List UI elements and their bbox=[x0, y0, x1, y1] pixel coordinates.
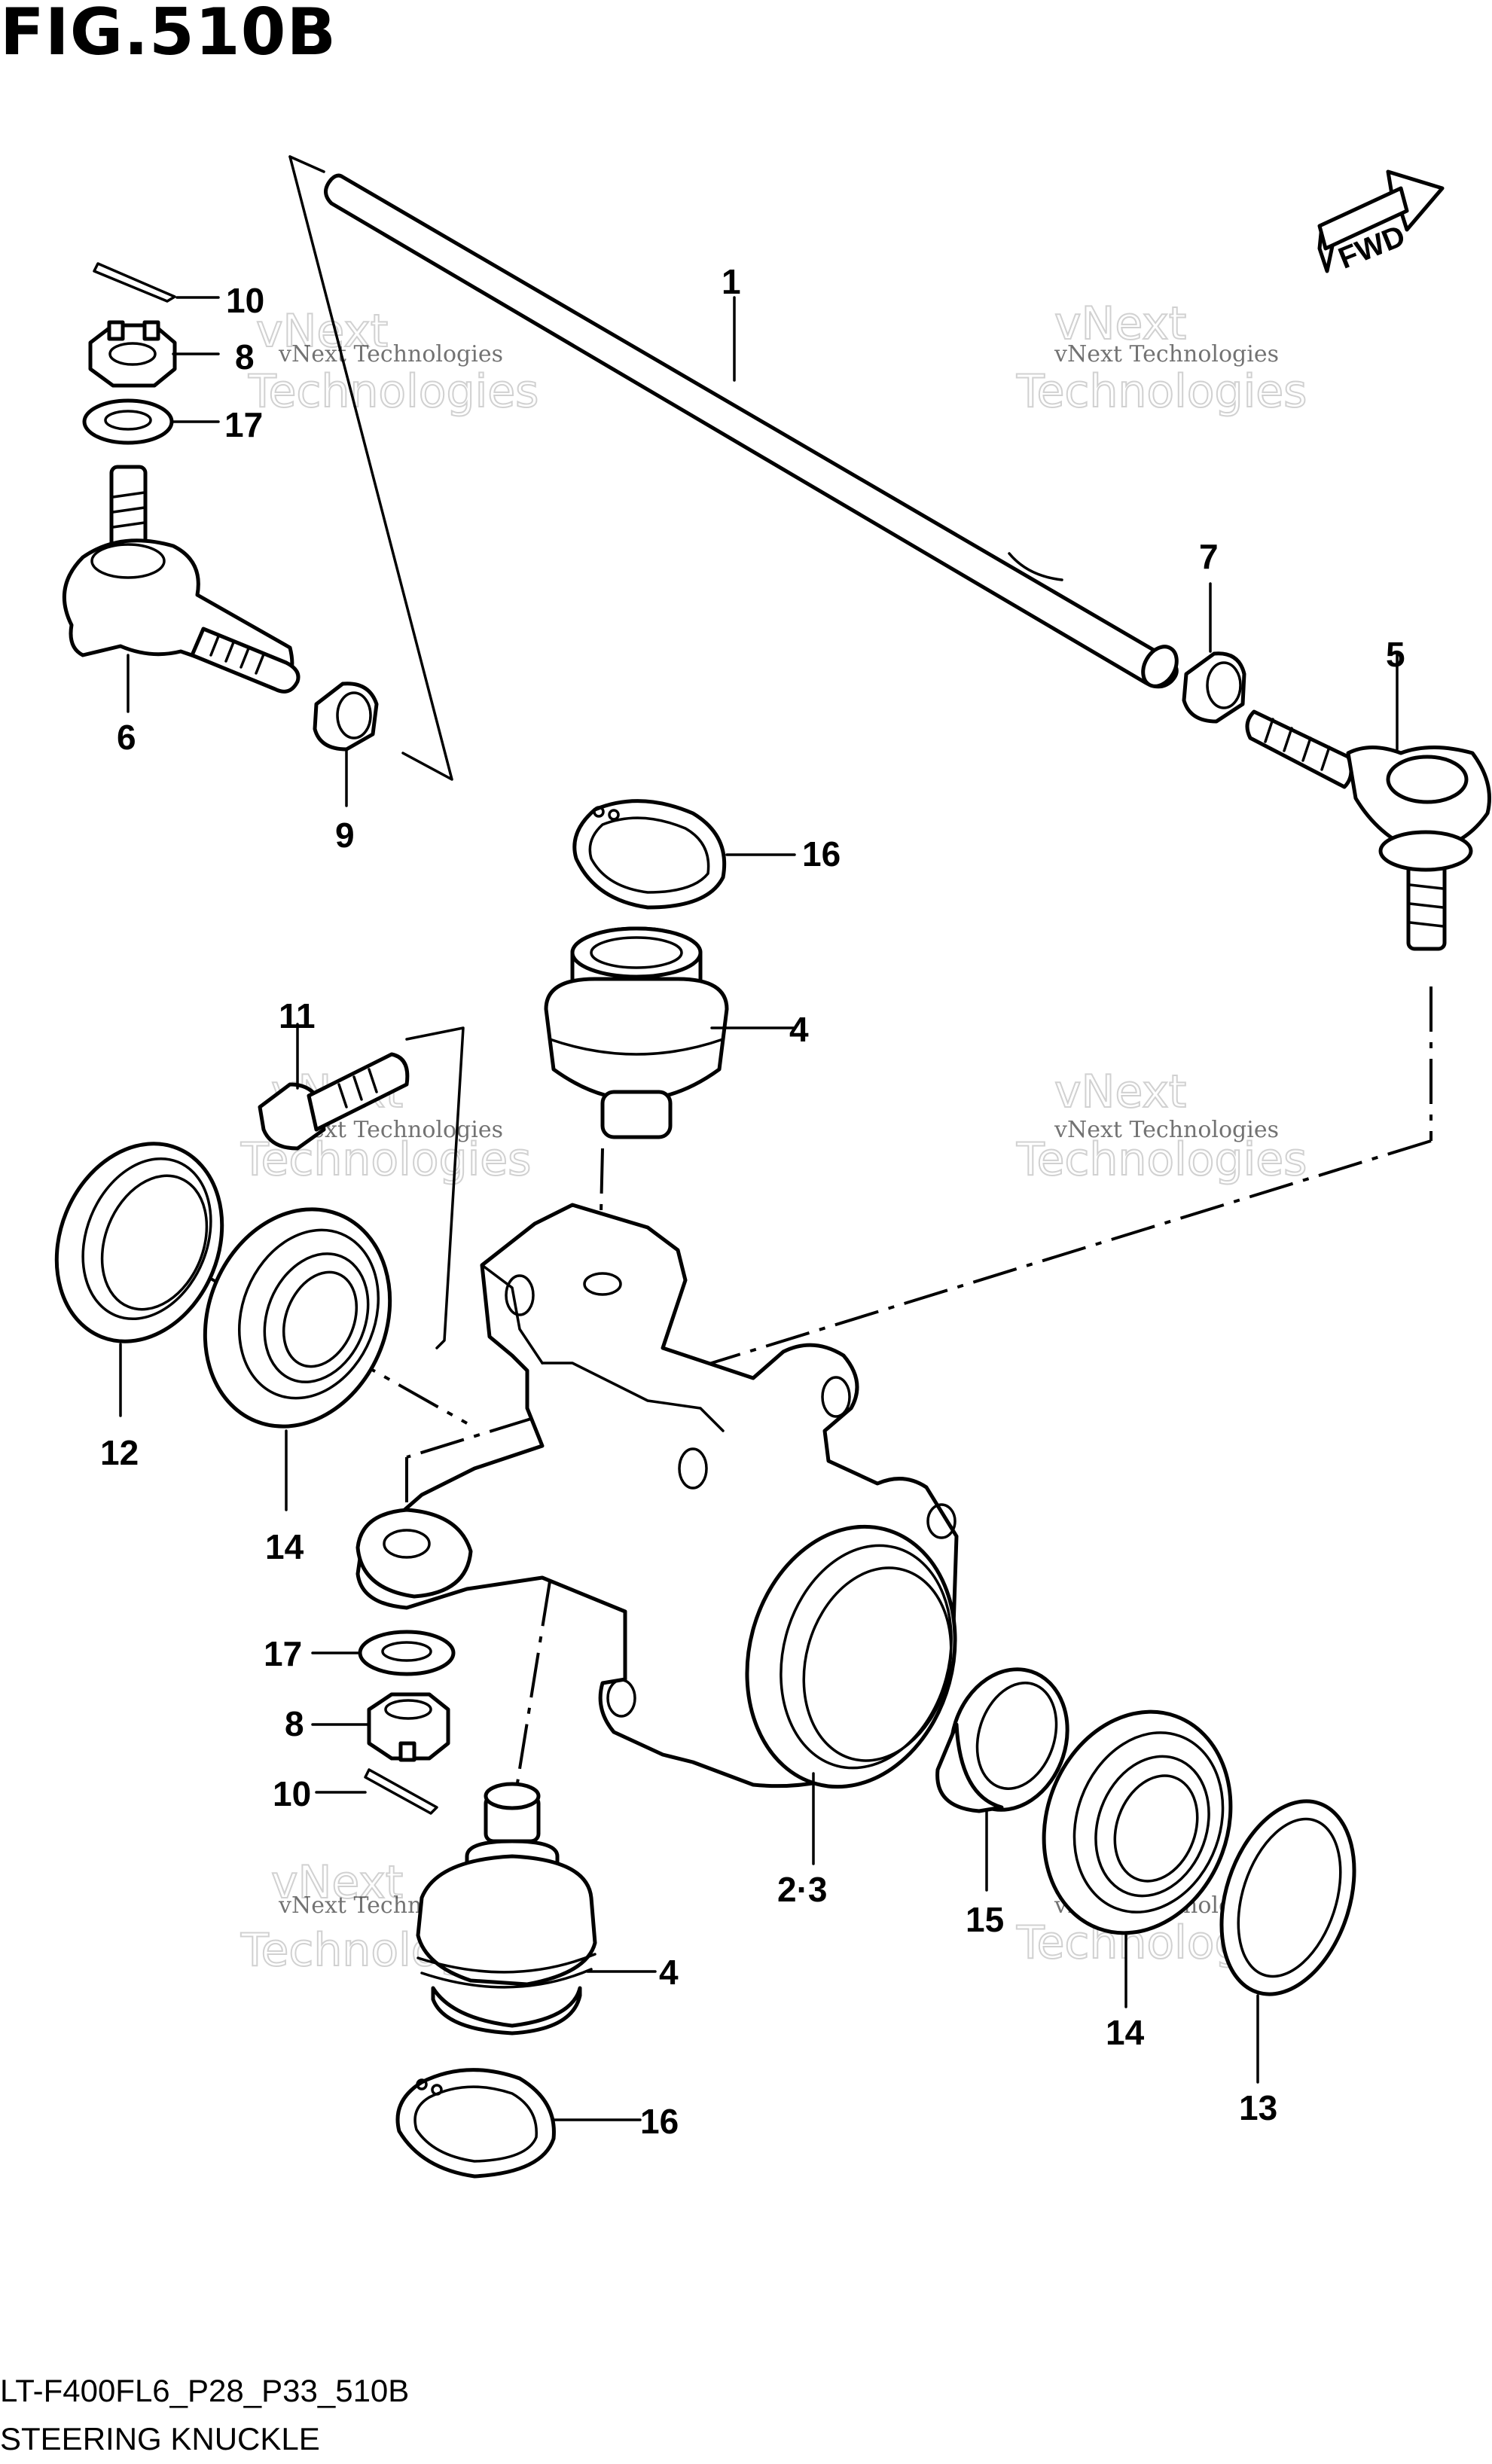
oil-seal-part-13 bbox=[1219, 1799, 1356, 1996]
washer-part-17-top bbox=[82, 398, 174, 445]
tie-rod-end-part-5 bbox=[1245, 709, 1491, 951]
model-code: LT-F400FL6_P28_P33_510B bbox=[0, 2373, 410, 2408]
callout-label: 14 bbox=[265, 1527, 304, 1566]
ball-joint-part-4-top bbox=[544, 926, 729, 1139]
center-line bbox=[514, 1581, 551, 1793]
callout-label: 4 bbox=[789, 1010, 809, 1049]
ball-joint-part-4-bottom bbox=[416, 1782, 597, 2036]
bearing-part-14-left bbox=[203, 1207, 392, 1429]
callout-label: 8 bbox=[285, 1704, 304, 1743]
assembly-bracket-bolt bbox=[405, 1026, 465, 1349]
watermark-small: vNext Technologies bbox=[1054, 1117, 1279, 1143]
watermark-big: Technologies bbox=[248, 365, 539, 418]
callout-labels: 1 10 8 17 6 9 7 5 16 4 11 12 14 17 8 10 … bbox=[100, 262, 1405, 2141]
callout-label: 6 bbox=[117, 718, 136, 757]
callout-label: 16 bbox=[802, 834, 841, 874]
bolt-part-11 bbox=[258, 1052, 410, 1151]
oil-seal-part-12 bbox=[54, 1142, 224, 1343]
watermark-big: Technologies bbox=[1016, 1133, 1307, 1186]
watermark-big: vNext bbox=[271, 1856, 403, 1909]
snap-ring-part-16-top bbox=[572, 799, 727, 910]
castle-nut-part-8-top bbox=[88, 320, 177, 388]
callout-label: 11 bbox=[279, 996, 316, 1035]
callout-label: 4 bbox=[659, 1953, 679, 1992]
fwd-arrow-icon: FWD bbox=[1317, 169, 1445, 276]
figure-title: FIG.510B bbox=[0, 0, 337, 70]
assembly-bracket-top-edge bbox=[288, 155, 325, 173]
castle-nut-part-8-bottom bbox=[367, 1692, 450, 1762]
washer-part-17-bottom bbox=[358, 1630, 456, 1676]
watermark-big: vNext bbox=[1054, 1066, 1186, 1118]
callout-label: 10 bbox=[226, 281, 264, 320]
spacer-part-15 bbox=[935, 1667, 1069, 1813]
tie-rod-end-part-6 bbox=[62, 465, 301, 694]
leader-lines bbox=[119, 296, 1399, 2121]
callout-label: 2·3 bbox=[777, 1870, 827, 1909]
cotter-pin-part-10-top bbox=[93, 262, 176, 303]
callout-label: 15 bbox=[966, 1900, 1004, 1939]
callout-label: 5 bbox=[1386, 635, 1405, 674]
assembly-bracket-top bbox=[288, 155, 453, 781]
bearing-part-14-right bbox=[1042, 1709, 1233, 1935]
callout-label: 8 bbox=[235, 337, 255, 377]
tie-rod-part-1 bbox=[324, 173, 1179, 689]
callout-label: 7 bbox=[1199, 537, 1219, 576]
callout-label: 12 bbox=[100, 1433, 139, 1472]
callout-label: 10 bbox=[273, 1774, 311, 1813]
callout-label: 9 bbox=[335, 816, 355, 855]
cotter-pin-part-10-bottom bbox=[364, 1768, 438, 1815]
callout-label: 17 bbox=[224, 405, 263, 444]
watermark-big: Technologies bbox=[1016, 365, 1307, 418]
watermark-big: vNext bbox=[1054, 297, 1186, 350]
callout-label: 1 bbox=[722, 262, 741, 301]
callout-label: 16 bbox=[640, 2102, 679, 2141]
lock-nut-part-7 bbox=[1182, 651, 1246, 724]
callout-label: 14 bbox=[1106, 2013, 1145, 2052]
lock-nut-part-9 bbox=[313, 682, 379, 752]
figure-caption: STEERING KNUCKLE bbox=[0, 2421, 320, 2456]
watermark-big: vNext bbox=[256, 305, 388, 358]
snap-ring-part-16-bottom bbox=[395, 2068, 556, 2179]
steering-knuckle-part-2-3 bbox=[355, 1203, 959, 1789]
callout-label: 13 bbox=[1239, 2088, 1277, 2127]
watermark-small: vNext Technologies bbox=[278, 341, 503, 367]
watermark-small: vNext Technologies bbox=[1054, 341, 1279, 367]
callout-label: 17 bbox=[264, 1634, 302, 1673]
